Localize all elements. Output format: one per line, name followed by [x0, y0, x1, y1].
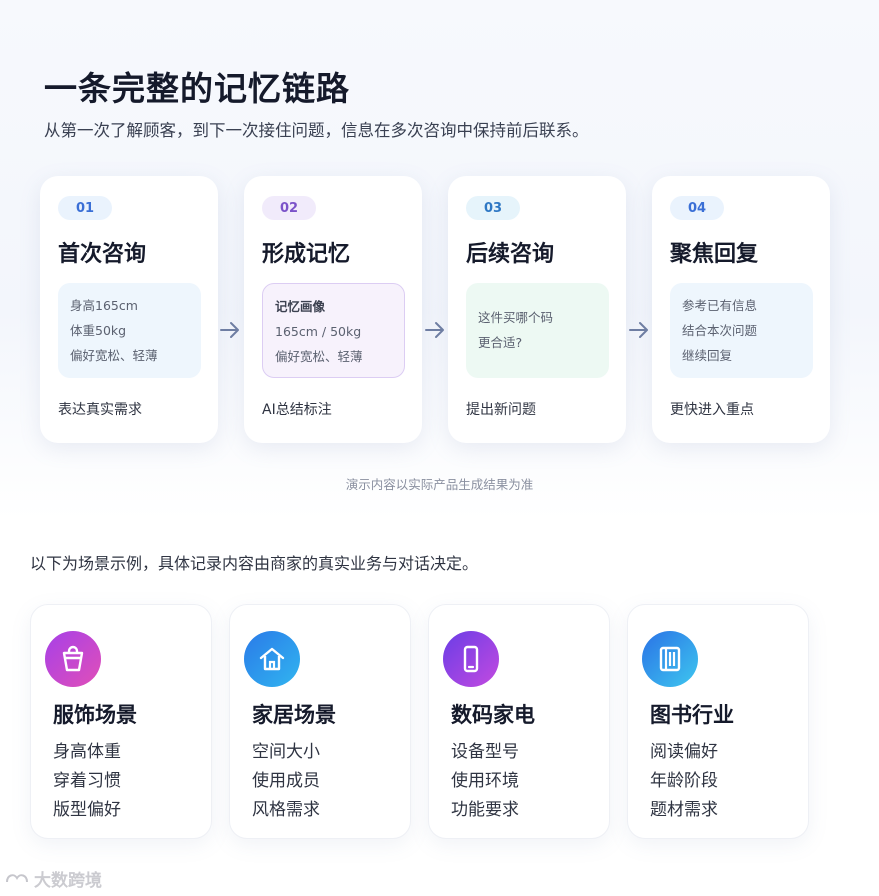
smartphone-icon: [443, 631, 499, 687]
step-title: 后续咨询: [466, 242, 555, 267]
scene-title: 服饰场景: [53, 703, 137, 727]
shopping-bag-icon: [45, 631, 101, 687]
scene-item: 穿着习惯: [53, 771, 121, 791]
scenario-intro: 以下为场景示例，具体记录内容由商家的真实业务与对话决定。: [30, 554, 479, 573]
detail-line: 偏好宽松、轻薄: [275, 349, 363, 364]
scene-item: 空间大小: [252, 742, 320, 762]
scene-items: 阅读偏好 年龄阶段 题材需求: [650, 738, 718, 825]
scene-title: 数码家电: [451, 703, 535, 727]
scene-card-books: 图书行业 阅读偏好 年龄阶段 题材需求: [627, 604, 809, 839]
scene-item: 年龄阶段: [650, 771, 718, 791]
step-card-first-consult: 01 首次咨询 身高165cm 体重50kg 偏好宽松、轻薄 表达真实需求: [40, 176, 218, 443]
step-detail-box: 参考已有信息 结合本次问题 继续回复: [670, 283, 813, 378]
memory-profile-box: 记忆画像 165cm / 50kg 偏好宽松、轻薄: [262, 283, 405, 378]
step-number-badge: 03: [466, 196, 520, 220]
step-card-follow-up: 03 后续咨询 这件买哪个码 更合适? 提出新问题: [448, 176, 626, 443]
detail-line: 165cm / 50kg: [275, 324, 362, 339]
step-number-badge: 02: [262, 196, 316, 220]
detail-line: 身高165cm: [70, 298, 138, 313]
scene-items: 空间大小 使用成员 风格需求: [252, 738, 320, 825]
step-number-badge: 04: [670, 196, 724, 220]
scene-card-electronics: 数码家电 设备型号 使用环境 功能要求: [428, 604, 610, 839]
scene-item: 题材需求: [650, 800, 718, 820]
watermark-text: 大数跨境: [34, 871, 102, 891]
step-card-form-memory: 02 形成记忆 记忆画像 165cm / 50kg 偏好宽松、轻薄 AI总结标注: [244, 176, 422, 443]
book-icon: [642, 631, 698, 687]
scene-items: 设备型号 使用环境 功能要求: [451, 738, 519, 825]
step-number-badge: 01: [58, 196, 112, 220]
step-title: 聚焦回复: [670, 242, 759, 267]
scene-item: 身高体重: [53, 742, 121, 762]
question-bubble: 这件买哪个码 更合适?: [466, 283, 609, 378]
scene-item: 使用成员: [252, 771, 320, 791]
home-icon: [244, 631, 300, 687]
memory-profile-title: 记忆画像: [275, 299, 326, 314]
detail-line: 偏好宽松、轻薄: [70, 348, 158, 363]
step-caption: AI总结标注: [262, 402, 332, 418]
arrow-right-icon: [629, 322, 648, 338]
detail-line: 体重50kg: [70, 323, 127, 338]
scene-item: 功能要求: [451, 800, 519, 820]
scene-item: 风格需求: [252, 800, 320, 820]
scene-items: 身高体重 穿着习惯 版型偏好: [53, 738, 121, 825]
scene-item: 阅读偏好: [650, 742, 718, 762]
scene-item: 版型偏好: [53, 800, 121, 820]
detail-line: 继续回复: [682, 348, 733, 363]
arrow-right-icon: [220, 322, 239, 338]
step-title: 首次咨询: [58, 242, 147, 267]
scene-title: 家居场景: [252, 703, 336, 727]
scene-title: 图书行业: [650, 703, 734, 727]
step-caption: 表达真实需求: [58, 402, 142, 418]
scene-item: 使用环境: [451, 771, 519, 791]
watermark-logo-icon: [6, 873, 28, 882]
watermark: 大数跨境: [4, 866, 102, 891]
question-line: 更合适?: [478, 335, 523, 350]
step-caption: 更快进入重点: [670, 402, 754, 418]
scene-card-home: 家居场景 空间大小 使用成员 风格需求: [229, 604, 411, 839]
page-title: 一条完整的记忆链路: [44, 69, 350, 108]
detail-line: 结合本次问题: [682, 323, 758, 338]
detail-line: 参考已有信息: [682, 298, 758, 313]
arrow-right-icon: [425, 322, 444, 338]
step-title: 形成记忆: [262, 242, 351, 267]
scene-card-apparel: 服饰场景 身高体重 穿着习惯 版型偏好: [30, 604, 212, 839]
step-detail-box: 身高165cm 体重50kg 偏好宽松、轻薄: [58, 283, 201, 378]
scene-item: 设备型号: [451, 742, 519, 762]
step-caption: 提出新问题: [466, 402, 536, 418]
step-card-focused-reply: 04 聚焦回复 参考已有信息 结合本次问题 继续回复 更快进入重点: [652, 176, 830, 443]
page-subtitle: 从第一次了解顾客，到下一次接住问题，信息在多次咨询中保持前后联系。: [44, 121, 589, 140]
question-line: 这件买哪个码: [478, 310, 554, 325]
disclaimer-note: 演示内容以实际产品生成结果为准: [345, 477, 534, 492]
